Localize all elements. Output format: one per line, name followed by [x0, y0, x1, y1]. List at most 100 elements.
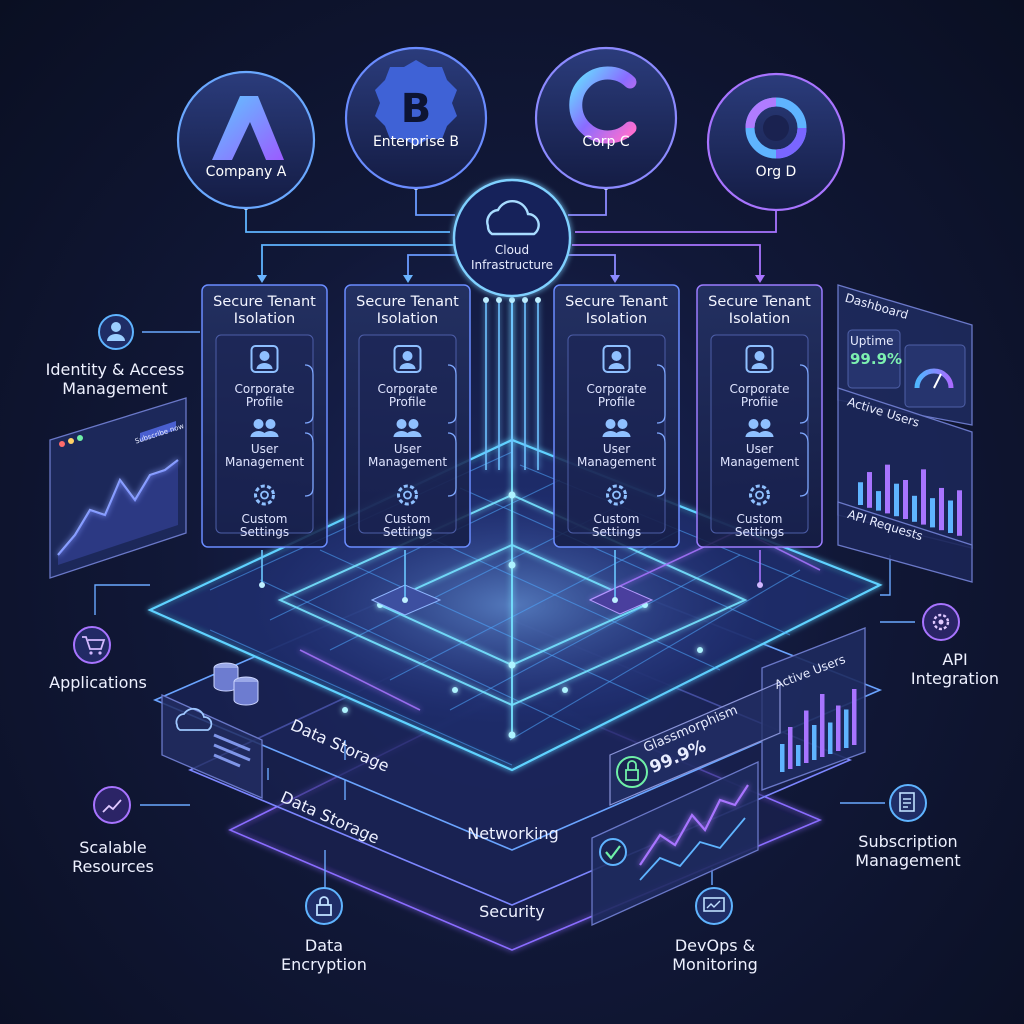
- tenant-flow-arrow: [656, 364, 666, 497]
- settings-gear-icon: [749, 484, 770, 506]
- dashboard-bar: [894, 483, 899, 517]
- corp-c-label: Corp C: [582, 134, 630, 150]
- identity-label: Identity & Access Management: [45, 360, 185, 398]
- tenant-title: Secure Tenant Isolation: [213, 294, 316, 327]
- storage-panel[interactable]: [161, 693, 263, 799]
- user-management-label[interactable]: User Management: [224, 442, 305, 469]
- gauge-icon: [914, 368, 954, 389]
- api-gear-icon[interactable]: [922, 603, 960, 641]
- aperture-icon: [745, 97, 807, 159]
- settings-gear-icon: [254, 484, 275, 506]
- left-line-chart: [57, 459, 179, 556]
- dashboard-bar: [921, 469, 926, 525]
- dashboard-bar: [930, 498, 935, 528]
- dashboard-bar: [885, 464, 890, 514]
- users-icon: [602, 419, 631, 437]
- dashboard-bar: [903, 480, 908, 519]
- user-management-label[interactable]: User Management: [367, 442, 448, 469]
- cloud-icon: [486, 199, 540, 236]
- corp-c-logo: [569, 66, 637, 144]
- cloud-hub-node[interactable]: [452, 178, 572, 298]
- center-bar: [820, 694, 825, 757]
- enterprise-b-logo: B: [400, 86, 432, 132]
- dashboard-bar: [948, 500, 953, 533]
- user-management-label[interactable]: User Management: [576, 442, 657, 469]
- dashboard-bar: [939, 487, 944, 531]
- custom-settings-label[interactable]: Custom Settings: [382, 512, 433, 539]
- corp-c-node[interactable]: [534, 46, 678, 190]
- applications-label: Applications: [49, 673, 147, 692]
- lock-icon: [625, 760, 639, 781]
- settings-gear-icon: [397, 484, 418, 506]
- custom-settings-label[interactable]: Custom Settings: [734, 512, 785, 539]
- tenant-flow-arrow: [799, 364, 809, 497]
- encryption-icon[interactable]: [305, 887, 343, 925]
- line-chart-panel[interactable]: [591, 760, 759, 927]
- dashboard-bar: [876, 491, 881, 511]
- center-bar: [852, 689, 857, 745]
- check-icon: [605, 845, 621, 860]
- tenant-title: Secure Tenant Isolation: [356, 294, 459, 327]
- subscription-icon[interactable]: [889, 784, 927, 822]
- scalable-label: Scalable Resources: [72, 838, 154, 876]
- devops-label: DevOps & Monitoring: [672, 936, 758, 974]
- profile-icon: [250, 345, 279, 373]
- center-bar: [788, 727, 793, 769]
- corporate-profile-label[interactable]: Corporate Profile: [377, 382, 438, 409]
- center-bars-panel[interactable]: [761, 627, 866, 791]
- center-bar: [804, 710, 809, 763]
- corporate-profile-label[interactable]: Corporate Profile: [586, 382, 647, 409]
- uptime-value: 99.9%: [850, 350, 903, 368]
- monitor-icon[interactable]: [695, 887, 733, 925]
- enterprise-b-label: Enterprise B: [372, 134, 460, 150]
- dashboard-bar: [858, 482, 863, 505]
- user-management-label[interactable]: User Management: [719, 442, 800, 469]
- profile-icon: [393, 345, 422, 373]
- corporate-profile-label[interactable]: Corporate Profile: [234, 382, 295, 409]
- company-a-node[interactable]: [176, 70, 316, 210]
- encryption-label: Data Encryption: [281, 936, 367, 974]
- corporate-profile-label[interactable]: Corporate Profiie: [729, 382, 790, 409]
- cart-icon[interactable]: [73, 626, 111, 664]
- enterprise-b-node[interactable]: [344, 46, 488, 190]
- networking-label: Networking: [467, 824, 559, 843]
- settings-gear-icon: [606, 484, 627, 506]
- center-bar: [844, 709, 849, 748]
- glass-panel[interactable]: [609, 681, 781, 806]
- org-d-label: Org D: [755, 164, 797, 180]
- profile-icon: [602, 345, 631, 373]
- custom-settings-label[interactable]: Custom Settings: [591, 512, 642, 539]
- tenant-title: Secure Tenant Isolation: [565, 294, 668, 327]
- left-chart-panel[interactable]: [49, 397, 187, 579]
- dashboard-panel[interactable]: [837, 284, 973, 583]
- center-bar: [796, 745, 801, 766]
- uptime-label: Uptime: [850, 334, 894, 348]
- center-bar: [812, 725, 817, 760]
- dashboard-bar: [867, 472, 872, 508]
- profile-icon: [745, 345, 774, 373]
- identity-icon[interactable]: [98, 314, 134, 350]
- users-icon: [250, 419, 279, 437]
- security-label: Security: [479, 902, 545, 921]
- dashboard-bar: [957, 490, 962, 536]
- tenant-flow-arrow: [447, 364, 457, 497]
- custom-settings-label[interactable]: Custom Settings: [239, 512, 290, 539]
- users-icon: [393, 419, 422, 437]
- enterprise-b-badge: [375, 60, 457, 146]
- scaling-icon[interactable]: [93, 786, 131, 824]
- tenant-title: Secure Tenant Isolation: [708, 294, 811, 327]
- org-d-node[interactable]: [706, 72, 846, 212]
- cloud-hub-label: Cloud Infrastructure: [470, 243, 554, 272]
- center-bar: [836, 705, 841, 751]
- cloud-shield-icon: [175, 707, 213, 731]
- tenant-flow-arrow: [304, 364, 314, 497]
- users-icon: [745, 419, 774, 437]
- database-icon: [213, 662, 259, 706]
- subscription-label: Subscription Management: [855, 832, 961, 870]
- dashboard-bar: [912, 495, 917, 522]
- api-label: API Integration: [910, 650, 1000, 688]
